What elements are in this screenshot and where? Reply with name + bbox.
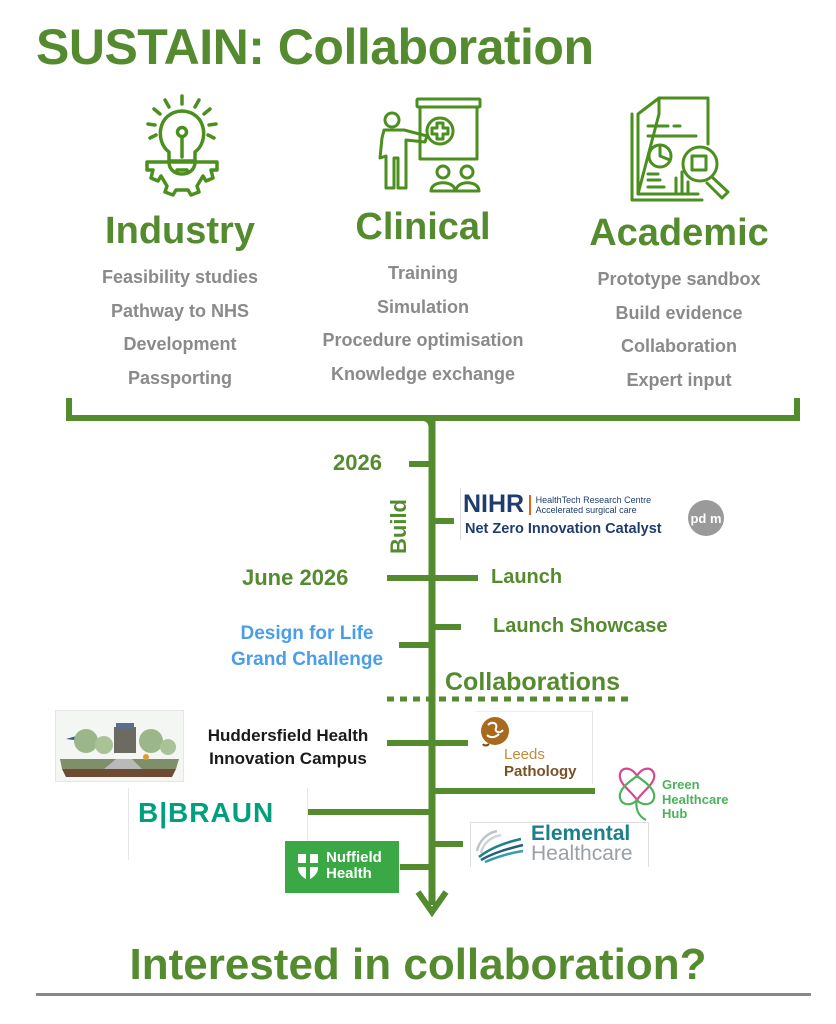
footer-rule	[36, 993, 811, 996]
list-item: Procedure optimisation	[322, 330, 524, 350]
phase-label-build: Build	[386, 499, 411, 554]
list-item: Collaboration	[621, 336, 737, 356]
column-heading-academic: Academic	[589, 212, 769, 254]
clinical-list: Training Simulation Procedure optimisati…	[283, 257, 563, 391]
list-item: Build evidence	[615, 302, 743, 323]
list-item: Pathway to NHS	[110, 300, 250, 321]
launch-label: Launch	[491, 566, 563, 588]
industry-list: Feasibility studies Pathway to NHS Devel…	[40, 261, 320, 395]
list-item: Expert input	[626, 369, 732, 390]
ghh-line2: Healthcare	[662, 791, 729, 807]
bracket	[66, 398, 800, 421]
nihr-divider	[529, 494, 531, 515]
year-label: 2026	[333, 450, 382, 475]
design-for-life-line2: Grand Challenge	[230, 649, 384, 670]
leeds-label: Leeds	[504, 746, 545, 763]
elemental-line2: Healthcare	[531, 842, 633, 865]
list-item: Development	[123, 334, 237, 354]
nihr-mark: NIHR	[463, 490, 525, 518]
design-for-life-line1: Design for Life	[240, 623, 374, 644]
huddersfield-line2: Innovation Campus	[209, 749, 367, 768]
nuffield-line1: Nuffield	[326, 849, 382, 866]
ghh-heart-clover-icon	[618, 767, 656, 821]
design-for-life-label: Design for Life Grand Challenge	[222, 621, 392, 673]
lightbulb-gear-icon	[145, 94, 219, 197]
academic-list: Prototype sandbox Build evidence Collabo…	[539, 263, 819, 397]
page-title: SUSTAIN: Collaboration	[36, 19, 594, 75]
call-to-action-heading[interactable]: Interested in collaboration?	[129, 940, 707, 989]
list-item: Simulation	[376, 296, 469, 317]
list-item: Prototype sandbox	[597, 269, 761, 289]
nihr-logo: NIHR HealthTech Research Centre Accelera…	[460, 488, 724, 540]
list-item: Knowledge exchange	[330, 363, 516, 384]
elemental-label: Elemental Healthcare	[531, 822, 633, 865]
launch-showcase-label: Launch Showcase	[493, 615, 668, 637]
presenter-training-icon	[378, 97, 482, 193]
green-healthcare-hub-logo: Green Healthcare Hub	[612, 758, 752, 828]
bbraun-wordmark: B|BRAUN	[138, 797, 275, 828]
campus-illustration-icon	[56, 711, 183, 781]
ghh-label: Green Healthcare Hub	[662, 777, 729, 822]
leeds-pathology-emblem-icon	[481, 717, 509, 747]
ghh-line1: Green	[662, 777, 700, 792]
june-2026-label: June 2026	[242, 565, 349, 590]
list-item: Passporting	[127, 367, 233, 388]
column-heading-industry: Industry	[105, 210, 255, 252]
document-magnifier-icon	[630, 96, 730, 202]
nihr-sub2: Accelerated surgical care	[535, 504, 637, 515]
timeline-arrow	[415, 890, 449, 918]
huddersfield-campus-image	[55, 710, 184, 782]
column-heading-clinical: Clinical	[355, 206, 491, 248]
elemental-healthcare-logo: Elemental Healthcare	[470, 822, 649, 867]
ghh-line3: Hub	[662, 806, 688, 821]
nuffield-label: Nuffield Health	[326, 850, 382, 882]
nuffield-health-logo: Nuffield Health	[285, 841, 399, 893]
elemental-line1: Elemental	[531, 822, 631, 845]
leeds-pathology-logo: Leeds Pathology	[476, 711, 593, 784]
nihr-subtitle: HealthTech Research Centre Accelerated s…	[536, 495, 652, 515]
nuffield-line2: Health	[326, 865, 372, 882]
elemental-wave-icon	[475, 829, 524, 863]
huddersfield-label: Huddersfield Health Innovation Campus	[193, 724, 383, 770]
collaborations-label: Collaborations	[445, 668, 621, 696]
nihr-sub1: HealthTech Research Centre	[535, 494, 652, 505]
pdm-logo: pd m	[688, 500, 724, 536]
bbraun-logo: B|BRAUN	[128, 788, 308, 860]
list-item: Feasibility studies	[101, 267, 259, 287]
nuffield-shield-icon	[298, 854, 318, 880]
list-item: Training	[387, 263, 458, 283]
net-zero-label: Net Zero Innovation Catalyst	[465, 521, 662, 537]
huddersfield-line1: Huddersfield Health	[207, 726, 369, 745]
pathology-label: Pathology	[504, 763, 577, 780]
